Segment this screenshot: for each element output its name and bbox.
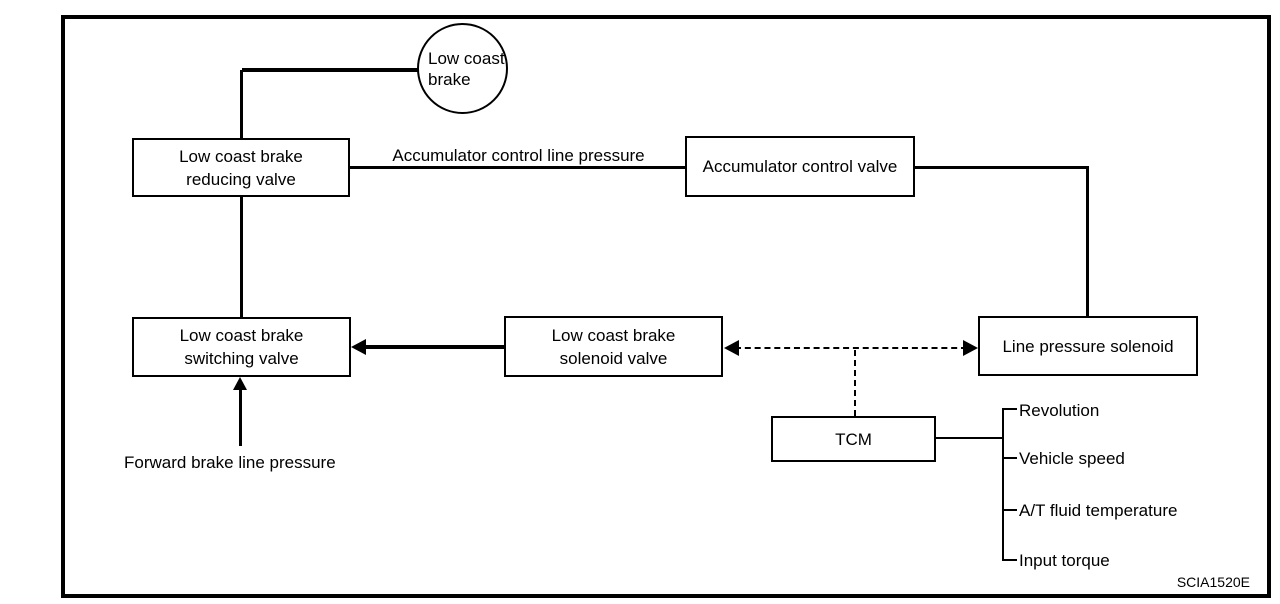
- connector-tcm-to-bus: [936, 437, 1003, 439]
- node-tcm: TCM: [771, 416, 936, 462]
- connector-reducing-to-switching-valve: [240, 197, 243, 317]
- arrowhead-left-icon: [351, 339, 366, 355]
- connector-reducing-to-accumulator-valve: [350, 166, 685, 169]
- connector-circle-to-reducing-valve: [240, 70, 243, 138]
- connector-dashed-solenoid-linepressure: [735, 347, 967, 349]
- arrowhead-dashed-right-icon: [963, 340, 978, 356]
- diagram-frame: [61, 15, 1271, 598]
- edge-label-accumulator-control-line-pressure: Accumulator control line pressure: [392, 146, 645, 165]
- node-low-coast-brake-solenoid-valve: Low coast brake solenoid valve: [504, 316, 723, 377]
- node-low-coast-brake-switching-valve: Low coast brake switching valve: [132, 317, 351, 377]
- connector-forward-brake-stem: [239, 388, 242, 446]
- tcm-input-label-input-torque: Input torque: [1019, 551, 1110, 570]
- connector-down-to-line-pressure-solenoid: [1086, 166, 1089, 316]
- tcm-input-label-vehicle-speed: Vehicle speed: [1019, 449, 1125, 468]
- node-line-pressure-solenoid: Line pressure solenoid: [978, 316, 1198, 376]
- tcm-input-tick-input-torque: [1002, 559, 1017, 561]
- tcm-input-bus: [1002, 408, 1004, 561]
- tcm-input-tick-revolution: [1002, 408, 1017, 410]
- tcm-input-tick-vehicle-speed: [1002, 457, 1017, 459]
- arrowhead-up-icon: [233, 377, 247, 390]
- edge-label-forward-brake-line-pressure: Forward brake line pressure: [124, 453, 336, 472]
- tcm-input-tick-fluid-temperature: [1002, 509, 1017, 511]
- tcm-input-label-fluid-temperature: A/T fluid temperature: [1019, 501, 1178, 520]
- connector-solenoid-to-switching-stem: [363, 345, 504, 349]
- tcm-input-label-revolution: Revolution: [1019, 401, 1100, 420]
- figure-code: SCIA1520E: [1176, 574, 1250, 590]
- node-low-coast-brake: Low coast brake: [417, 23, 508, 114]
- node-accumulator-control-valve: Accumulator control valve: [685, 136, 915, 197]
- node-low-coast-brake-reducing-valve: Low coast brake reducing valve: [132, 138, 350, 197]
- connector-circle-horizontal: [242, 68, 418, 72]
- connector-dashed-tcm: [854, 350, 856, 416]
- connector-accumulator-valve-right: [915, 166, 1089, 169]
- arrowhead-dashed-left-icon: [724, 340, 739, 356]
